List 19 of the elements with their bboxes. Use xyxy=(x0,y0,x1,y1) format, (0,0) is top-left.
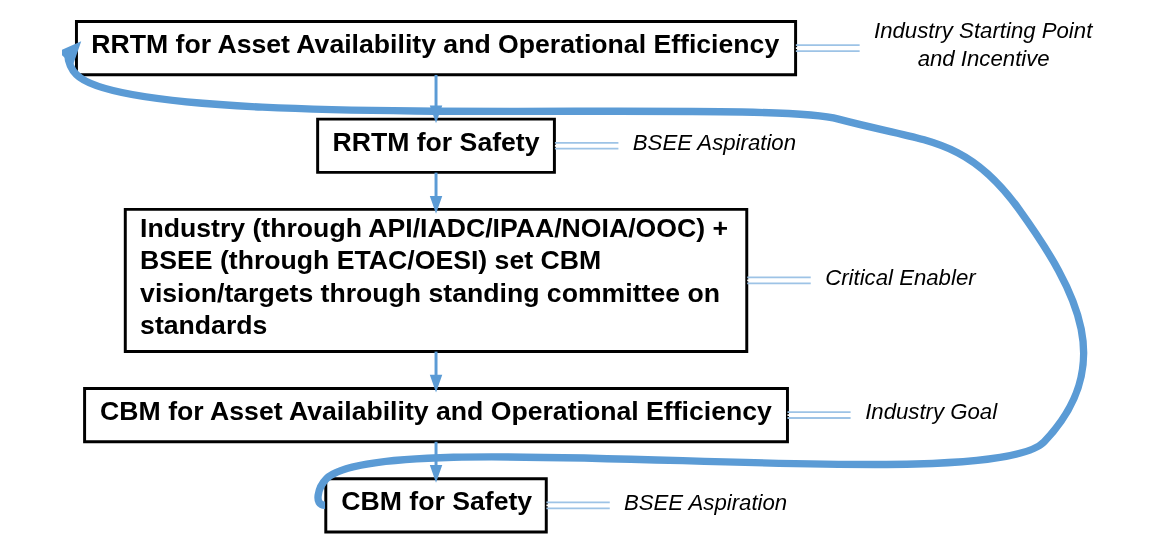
node-box: Industry (through API/IADC/IPAA/NOIA/OOC) + BSEE (through ETAC/OESI) set CBM vision/targets through standing committee on standards xyxy=(123,207,749,353)
node-text: Industry Goal xyxy=(865,399,998,425)
node-text: Critical Enabler xyxy=(825,264,976,290)
arrow xyxy=(429,441,443,483)
node-box: CBM for Asset Availability and Operational Efficiency xyxy=(83,386,789,444)
connector xyxy=(786,411,852,419)
connector xyxy=(746,276,812,285)
arrow xyxy=(62,41,1087,507)
node-box: RRTM for Asset Availability and Operational Efficiency xyxy=(74,19,798,77)
node-text: BSEE Aspiration xyxy=(623,489,788,515)
arrow xyxy=(429,172,443,214)
node-text: BSEE Aspiration xyxy=(632,130,797,156)
node-text: Industry Starting Point and Incentive xyxy=(874,17,1093,71)
arrow xyxy=(429,351,443,393)
connector xyxy=(545,501,611,510)
connector xyxy=(795,44,861,52)
node-box: CBM for Safety xyxy=(324,477,548,534)
connector xyxy=(554,141,620,150)
node-box: RRTM for Safety xyxy=(316,117,556,174)
